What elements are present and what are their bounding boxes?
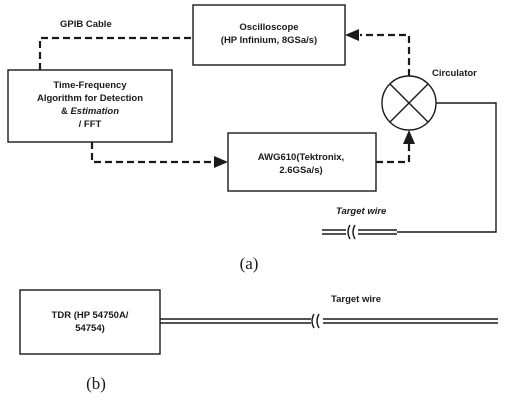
oscilloscope-input-arrow (345, 29, 359, 41)
caption-b: (b) (86, 374, 106, 393)
algorithm-label-line3-italic: Estimation (70, 106, 119, 117)
circulator-to-target-wire-connection (397, 102, 497, 233)
oscilloscope-label-line2: (HP Infinium, 8GSa/s) (221, 35, 317, 46)
algorithm-label-line4: / FFT (79, 119, 102, 130)
target-wire-b (160, 313, 498, 329)
caption-a: (a) (240, 254, 259, 273)
target-wire-b-label: Target wire (331, 294, 381, 305)
awg-label-line2: 2.6GSa/s) (279, 165, 322, 176)
oscilloscope-box (192, 4, 346, 66)
awg-label-line1: AWG610(Tektronix, (258, 152, 344, 163)
circulator-label: Circulator (432, 68, 477, 79)
algorithm-box (7, 69, 173, 143)
gpib-cable-label: GPIB Cable (60, 19, 112, 30)
algorithm-label-line3: & Estimation (61, 106, 119, 117)
awg-box (227, 132, 377, 192)
algorithm-label-line2: Algorithm for Detection (37, 93, 143, 104)
awg-to-circulator-connection (376, 144, 411, 164)
circulator-input-arrow (403, 130, 415, 144)
circulator-to-oscilloscope-connection (360, 33, 411, 76)
target-wire-a (322, 224, 397, 240)
gpib-connection (38, 36, 193, 70)
algorithm-label-line1: Time-Frequency (53, 80, 127, 91)
oscilloscope-label-line1: Oscilloscope (239, 22, 298, 33)
target-wire-a-label: Target wire (336, 206, 387, 217)
algorithm-to-awg-connection (90, 142, 214, 164)
tdr-label-line1: TDR (HP 54750A/ (52, 310, 129, 321)
tdr-box (19, 289, 161, 355)
awg-input-arrow (214, 156, 228, 168)
tdr-label-line2: 54754) (75, 323, 105, 334)
circulator-cross-line (389, 83, 429, 123)
algorithm-label-line3-prefix: & (61, 106, 71, 117)
